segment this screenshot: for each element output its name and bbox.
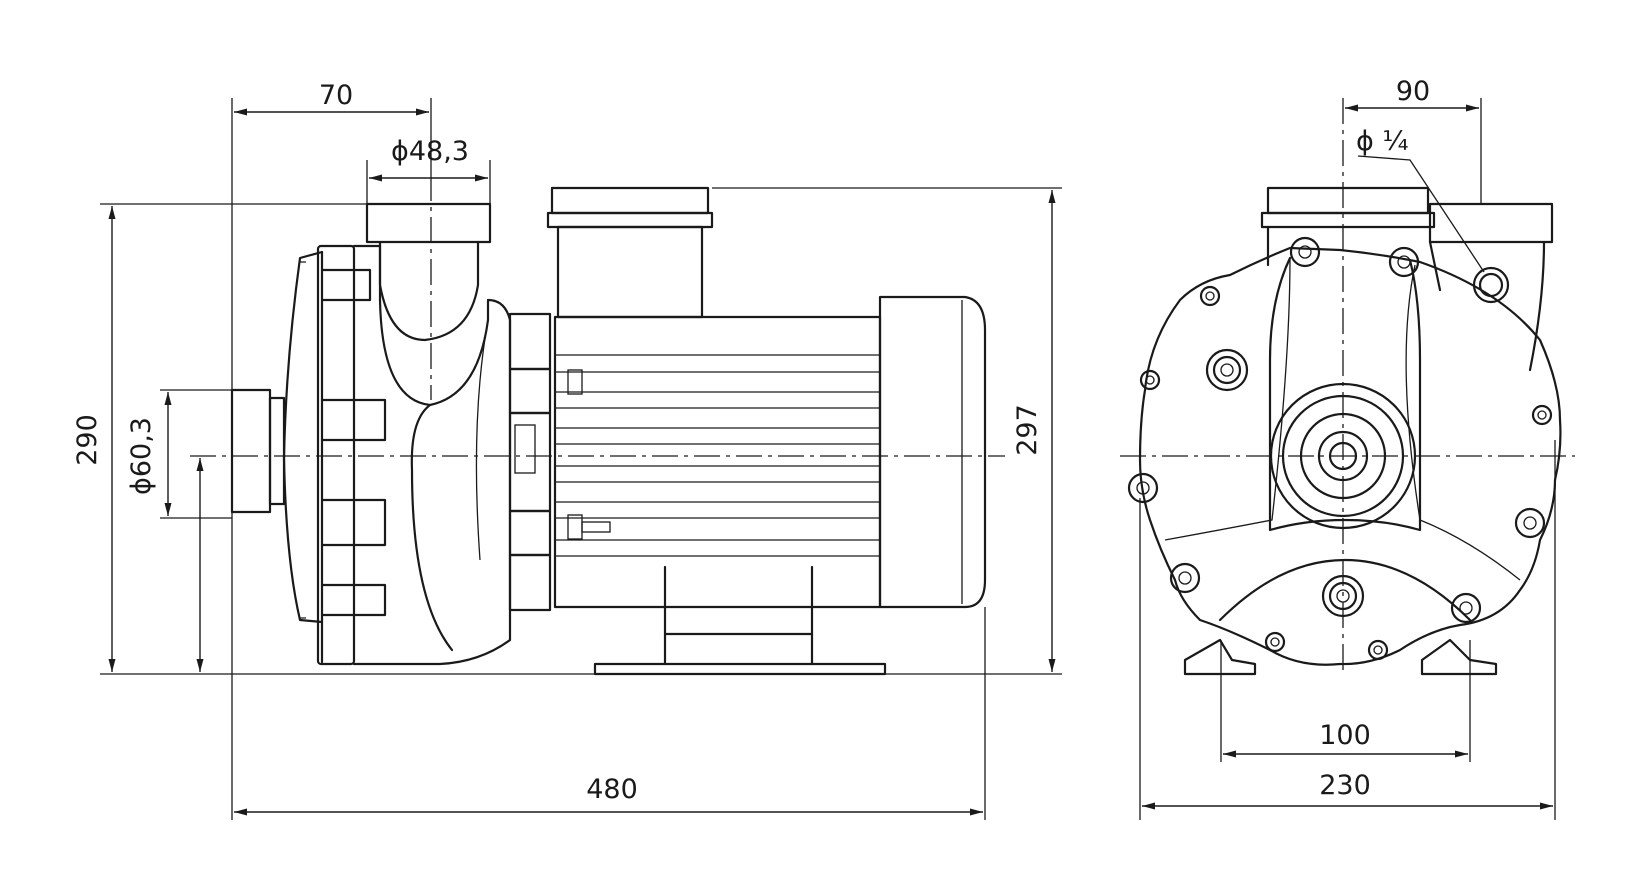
front-inner-cover — [1268, 256, 1422, 532]
label-suction-diameter: ϕ60,3 — [126, 417, 157, 495]
motor-body — [553, 295, 987, 609]
label-90: 90 — [1396, 76, 1430, 107]
side-view: 70 ϕ48,3 290 ϕ60,3 297 480 — [72, 80, 1062, 820]
gauge-port — [1472, 266, 1510, 304]
label-230: 230 — [1319, 770, 1371, 801]
housing-bolts — [1127, 236, 1553, 661]
suction-flange — [230, 388, 286, 514]
terminal-box — [546, 186, 714, 319]
label-70: 70 — [319, 80, 353, 111]
front-feet — [1183, 638, 1498, 676]
gauge-leader — [1357, 155, 1485, 273]
motor-foot — [593, 565, 887, 676]
label-297: 297 — [1012, 404, 1043, 456]
front-extension-lines — [1139, 98, 1556, 820]
label-480: 480 — [586, 774, 638, 805]
label-gauge-thread: ϕ ¼ — [1356, 126, 1409, 157]
label-discharge-diameter: ϕ48,3 — [391, 136, 469, 167]
motor-adapter — [508, 312, 552, 612]
front-housing-outline — [1138, 246, 1562, 666]
extension-lines — [100, 98, 1062, 820]
discharge-nozzle — [365, 202, 492, 342]
front-view: 90 ϕ ¼ 100 230 — [1120, 76, 1575, 820]
label-100: 100 — [1319, 720, 1371, 751]
top-ports — [1260, 186, 1554, 372]
pump-housing — [282, 244, 512, 666]
label-290: 290 — [72, 414, 103, 466]
